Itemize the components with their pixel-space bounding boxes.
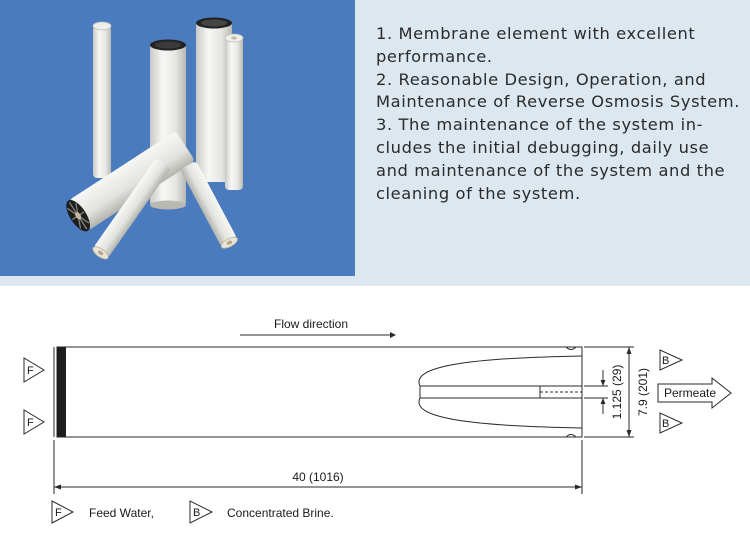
tube-label: 1.125 (29) <box>610 365 624 420</box>
length-label: 40 (1016) <box>292 470 343 484</box>
feed-symbol-letter-top: F <box>27 365 34 377</box>
top-section: 1. Membrane element with excellent perfo… <box>0 0 750 286</box>
legend-brine-letter: B <box>193 507 200 519</box>
length-dimension <box>53 440 583 494</box>
diameter-label: 7.9 (201) <box>636 368 650 416</box>
membrane-dimension-drawing: Flow direction 40 (1016) 7.9 (201) 1.125… <box>23 317 732 524</box>
cutaway-section <box>418 355 583 429</box>
flow-direction-label: Flow direction <box>274 317 348 331</box>
flow-direction-arrow <box>240 332 396 338</box>
diameter-dimension <box>584 346 634 438</box>
membrane-thin-tube-right <box>224 33 244 190</box>
permeate-label: Permeate <box>664 386 716 400</box>
membrane-body-outline <box>53 346 583 438</box>
technical-diagram: Flow direction 40 (1016) 7.9 (201) 1.125… <box>0 286 750 552</box>
membrane-diagonal-left <box>66 132 194 232</box>
membrane-elements-illustration <box>66 17 244 260</box>
membrane-diagonal-thin-left <box>92 159 170 260</box>
legend-feed-label: Feed Water, <box>89 506 154 520</box>
description-text: 1. Membrane element with excellent perfo… <box>376 23 746 205</box>
permeate-outlet-arrow <box>657 376 732 410</box>
feed-inlet-symbol-top <box>23 357 45 383</box>
tube-dimension <box>584 370 608 414</box>
membrane-photo <box>0 0 355 276</box>
membrane-diagonal-thin-right <box>181 162 238 249</box>
membrane-tall-right <box>196 17 232 182</box>
legend-brine-symbol <box>189 500 214 524</box>
legend-feed-letter: F <box>55 507 62 519</box>
brine-symbol-letter-bottom: B <box>662 418 669 430</box>
brine-outlet-symbol-top <box>659 349 684 371</box>
legend-brine-label: Concentrated Brine. <box>227 506 334 520</box>
membrane-thin-tube-left <box>92 21 112 178</box>
description-point-1: 1. Membrane element with excellent perfo… <box>376 24 696 66</box>
feed-symbol-letter-bottom: F <box>27 417 34 429</box>
brine-outlet-symbol-bottom <box>659 412 684 434</box>
feed-inlet-symbol-bottom <box>23 409 45 435</box>
legend-feed-symbol <box>51 500 75 524</box>
description-point-3: 3. The maintenance of the system in- clu… <box>376 115 726 203</box>
description-point-2: 2. Reasonable Design, Operation, and Mai… <box>376 69 740 112</box>
brine-symbol-letter-top: B <box>662 355 669 367</box>
